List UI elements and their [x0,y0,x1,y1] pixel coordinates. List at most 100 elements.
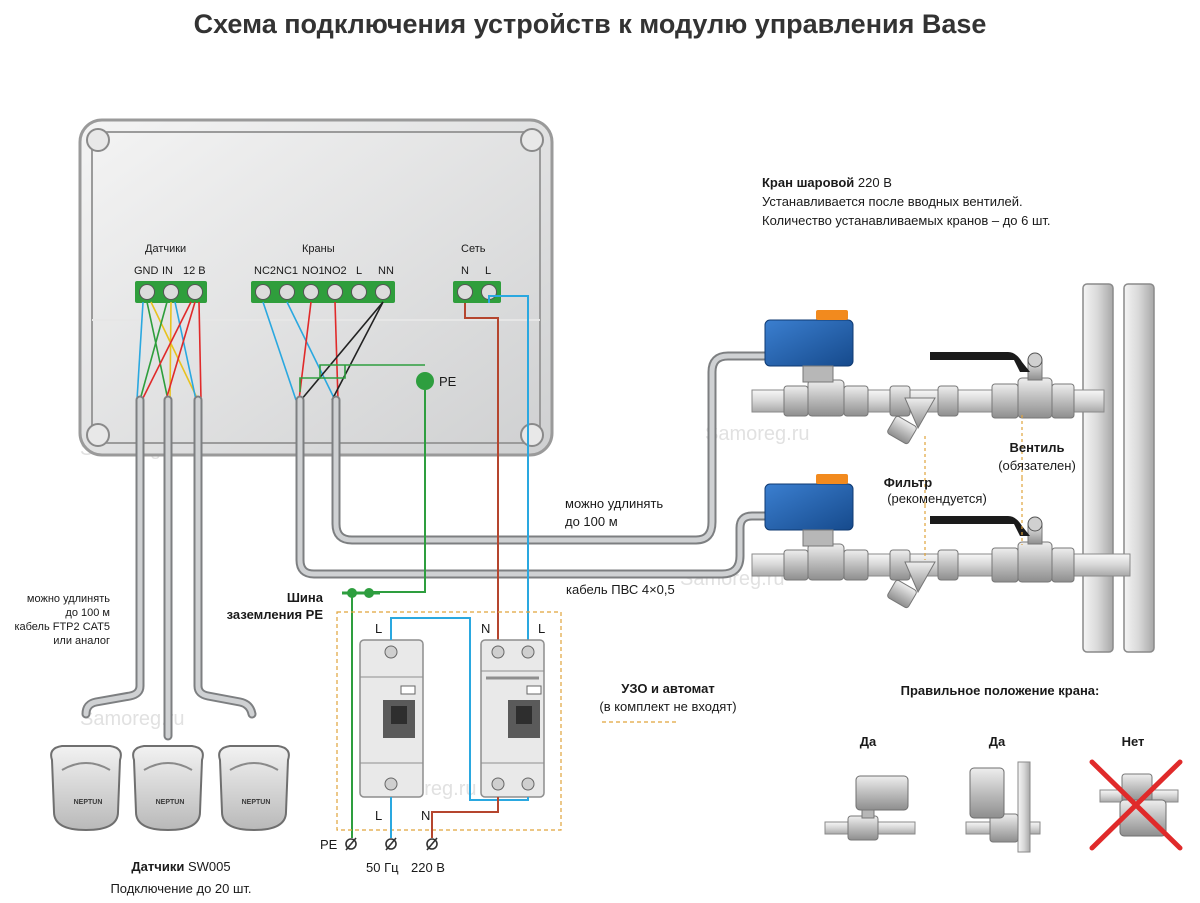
lower-actuator [764,474,854,547]
circuit-breaker [359,639,424,798]
controller-module: Датчики GND IN 12 В Краны NC2 NC1 NO1 NO… [78,118,554,457]
pe-bus-label-line2: заземления PE [227,607,324,622]
sensor-cable-note-2: до 100 м [65,607,110,619]
valve-label: Вентиль [1009,440,1064,455]
breaker-screw-icon [384,645,398,659]
terminal-label-nc2: NC2 [254,265,276,277]
riser-pipe [1123,283,1155,653]
cross-icon [1089,759,1183,851]
breaker-bottom-l-label: L [375,808,382,823]
terminal-label-l: L [356,265,362,277]
leader-lines [924,415,1023,560]
filter-icon [887,397,936,445]
rcd-screw-icon [521,777,535,791]
terminal-screw-icon [279,284,295,300]
sensor-device: NEPTUN [218,745,290,832]
upper-pipeline [751,352,1105,445]
pe-terminal-label: PE [439,374,457,389]
terminal-label-no2: NO2 [324,265,347,277]
terminal-screw-icon [139,284,155,300]
ball-valve-title-rest: 220 В [854,175,892,190]
sensors-model: SW005 [184,859,230,874]
terminal-label-nn: NN [378,265,394,277]
sensor-cable-note-1: можно удлинять [27,593,110,605]
rcd-top-l-label: L [538,621,545,636]
sensor-brand-label: NEPTUN [156,799,185,806]
valve-terminal-block [251,281,395,303]
orientation-example-upright [824,775,916,841]
breaker-wiring [390,617,529,838]
terminal-label-l: L [485,265,491,277]
mains-terminal-icon [426,838,438,850]
orientation-title: Правильное положение крана: [901,683,1100,698]
breaker-screw-icon [384,777,398,791]
terminal-screw-icon [303,284,319,300]
mains-voltage-label: 220 В [411,860,445,875]
pe-bus [342,588,380,838]
screw-icon [520,423,544,447]
ball-valve-title: Кран шаровой 220 В [762,175,892,190]
sensors-note: Подключение до 20 шт. [110,881,251,896]
watermark: Samoreg.ru [705,423,810,445]
valve-note: (обязателен) [998,458,1076,473]
valve-nut-icon [1027,352,1043,368]
ball-valve-line2: Количество устанавливаемых кранов – до 6… [762,213,1051,228]
terminal-screw-icon [327,284,343,300]
orientation-example-side [965,761,1041,853]
valve-handle-icon [930,352,1030,372]
terminal-label-no1: NO1 [302,265,325,277]
power-group-label: Сеть [461,243,486,255]
mains-terminals [345,837,438,851]
mains-pe-label: PE [320,837,338,852]
riser-pipe [1082,283,1114,653]
ball-valve-title-bold: Кран шаровой [762,175,854,190]
terminal-screw-icon [163,284,179,300]
mains-terminal-icon [345,838,357,850]
rcd-note: (в комплект не входят) [599,699,736,714]
valve-nut-icon [1027,516,1043,532]
sensors-title-bold: Датчики [131,859,184,874]
power-wires [370,295,529,640]
valve-handle-icon [930,516,1030,536]
upper-actuator [764,310,854,383]
sensor-terminal-block [135,281,207,303]
mains-terminal-icon [385,838,397,850]
filter-label: Фильтр [884,475,933,490]
mains-frequency-label: 50 Гц [366,860,399,875]
breaker-bottom-n-label: N [421,808,430,823]
orientation-example-wrong [1089,759,1183,851]
terminal-screw-icon [351,284,367,300]
rcd-screw-icon [491,645,505,659]
rcd-device [480,639,545,798]
terminal-label-nc1: NC1 [276,265,298,277]
terminal-label-n: N [461,265,469,277]
watermark: Samoreg.ru [80,708,185,730]
sensor-cable-note-4: или аналог [53,635,110,647]
rcd-screw-icon [491,777,505,791]
cables [81,351,775,741]
pe-bus-terminal-icon [364,588,374,598]
screw-icon [86,423,110,447]
terminal-screw-icon [255,284,271,300]
diagram-title: Схема подключения устройств к модулю упр… [194,9,987,39]
sensor-cable-note-3: кабель FTP2 CAT5 [14,621,110,633]
orientation-option-2: Да [989,734,1006,749]
sensor-device: NEPTUN [132,745,204,832]
terminal-screw-icon [187,284,203,300]
rcd-screw-icon [521,645,535,659]
sensors-title: Датчики SW005 [131,859,230,874]
sensor-wiring [136,301,202,401]
ball-valve-line1: Устанавливается после вводных вентилей. [762,194,1023,209]
pe-terminal-icon [416,372,434,390]
controller-inner-panel [91,131,541,444]
sensor-brand-label: NEPTUN [242,799,271,806]
rcd-title: УЗО и автомат [621,681,714,696]
pe-bus-label-line1: Шина [287,590,324,605]
power-terminal-block [453,281,501,303]
sensors-group-label: Датчики [145,243,186,255]
sensor-brand-label: NEPTUN [74,799,103,806]
sensor-device: NEPTUN [50,745,122,832]
terminal-label-gnd: GND [134,265,159,277]
terminal-label-12v: 12 В [183,265,206,277]
orientation-option-1: Да [860,734,877,749]
